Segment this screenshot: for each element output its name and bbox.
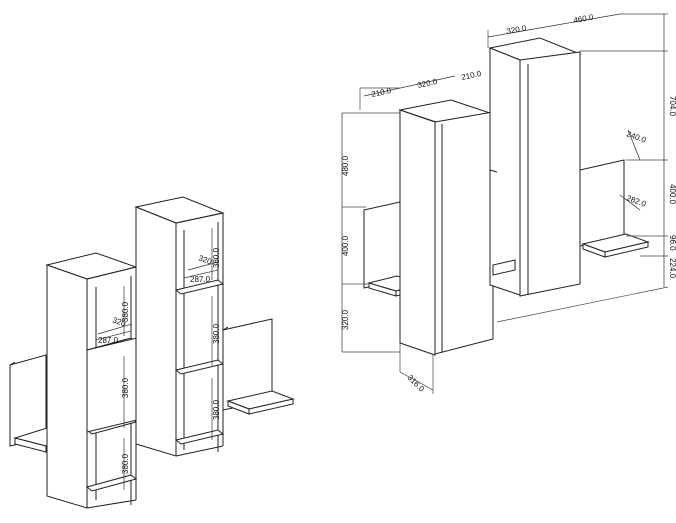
center-unit-h3-label: 380.0 — [212, 399, 221, 420]
right-shelf-plank — [226, 390, 295, 415]
dim-320-left-label: 320.0 — [341, 309, 350, 330]
dim-400-right-label: 400.0 — [668, 184, 676, 205]
center-unit-d-label: 320 — [197, 253, 213, 266]
dim-320-top-label: 320.0 — [506, 24, 528, 36]
dim-282-label: 282.0 — [625, 193, 647, 208]
dim-210-a-label: 210.0 — [371, 86, 393, 99]
center-unit-h2-label: 380.0 — [212, 323, 221, 344]
left-unit-h2-label: 380.0 — [121, 377, 130, 398]
center-tall-unit — [134, 196, 225, 457]
dim-460-top-label: 460.0 — [573, 13, 595, 25]
left-unit-h1-label: 380.0 — [121, 301, 130, 322]
dim-480-label: 480.0 — [341, 155, 350, 176]
dim-320-mid-label: 320.0 — [417, 77, 439, 90]
left-unit-d-label: 320 — [111, 315, 127, 328]
right-dimensioned-view: 320.0 460.0 210.0 320.0 210.0 480.0 400.… — [341, 13, 676, 394]
dim-210-b-label: 210.0 — [461, 69, 483, 82]
dim-224-label: 224.0 — [668, 258, 676, 279]
r-front-tall-unit — [398, 99, 495, 356]
r-dimension-lines — [341, 13, 665, 391]
center-unit-h1-label: 380.0 — [212, 247, 221, 268]
left-unit-dimensions: 287.0 320 380.0 380.0 380.0 — [97, 286, 133, 490]
r-back-tall-unit — [488, 37, 582, 297]
center-unit-w-label: 287.0 — [190, 275, 211, 284]
dim-240-label: 240.0 — [625, 129, 647, 144]
left-isometric-view: 287.0 320 380.0 380.0 380.0 — [9, 196, 295, 509]
left-unit-h3-label: 380.0 — [121, 453, 130, 474]
dim-400-left-label: 400.0 — [341, 235, 350, 256]
r-left-back-panel — [363, 201, 401, 289]
center-unit-dimensions: 287.0 320 380.0 380.0 380.0 — [187, 228, 221, 440]
r-right-shelf — [581, 233, 650, 258]
r-witness-lines — [342, 13, 669, 394]
left-unit-w-label: 287.0 — [98, 336, 119, 345]
r-right-back-panel — [579, 159, 625, 247]
dim-316-label: 316.0 — [406, 373, 427, 394]
r-middle-shelf — [492, 259, 516, 276]
dim-704-label: 704.0 — [668, 96, 676, 117]
dim-96-label: 96.0 — [668, 235, 676, 251]
